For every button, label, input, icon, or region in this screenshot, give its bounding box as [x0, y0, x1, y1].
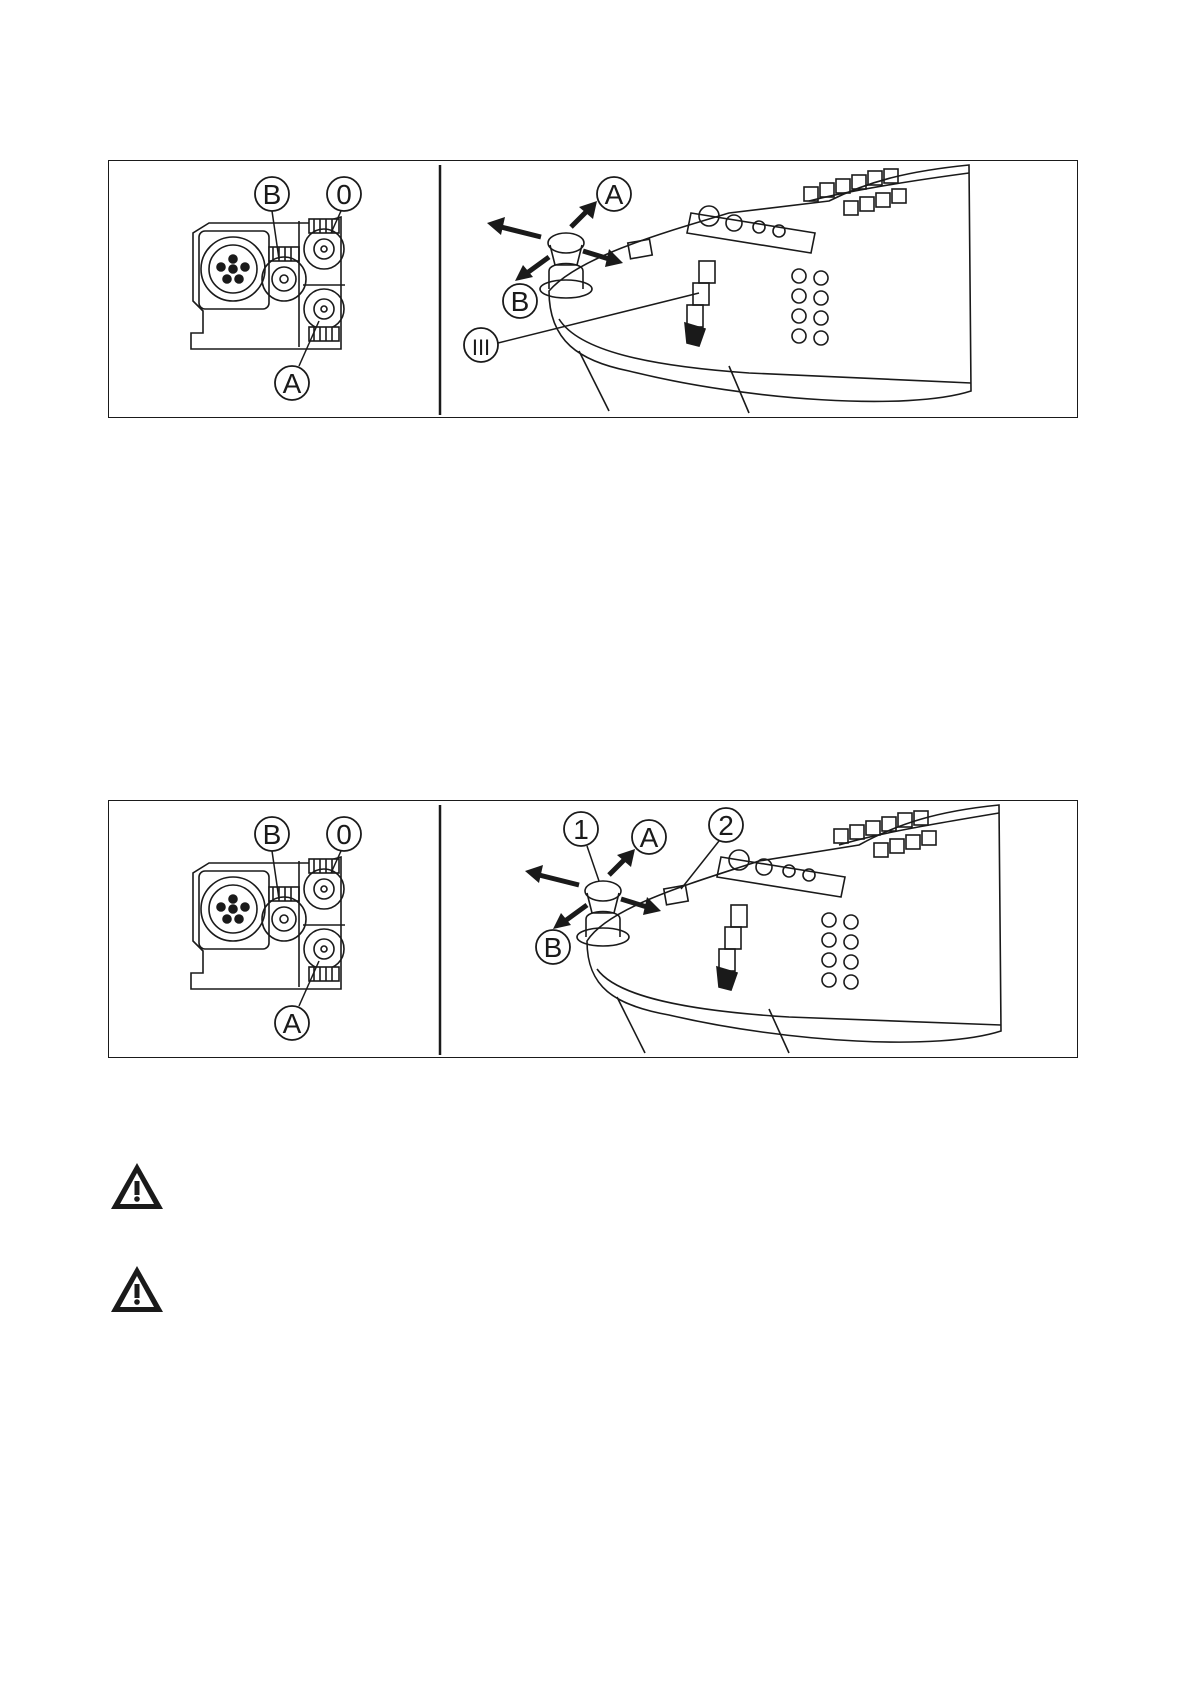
- svg-text:B: B: [544, 932, 563, 963]
- svg-text:A: A: [605, 179, 624, 210]
- svg-text:A: A: [283, 368, 302, 399]
- svg-text:2: 2: [718, 810, 734, 841]
- svg-text:B: B: [263, 179, 282, 210]
- svg-text:B: B: [511, 286, 530, 317]
- callout-b-right: B: [503, 284, 537, 318]
- svg-text:III: III: [472, 335, 490, 360]
- callout-a-right: A: [597, 177, 631, 211]
- figure-1-drawing: B 0 A: [109, 161, 1079, 419]
- svg-text:A: A: [640, 822, 659, 853]
- svg-text:B: B: [263, 819, 282, 850]
- callout-b-right: B: [536, 930, 570, 964]
- figure-2-drawing: B 0 A: [109, 801, 1079, 1059]
- callout-one-right: 1: [564, 812, 599, 881]
- figure-2: B 0 A: [108, 800, 1078, 1058]
- svg-text:1: 1: [573, 814, 589, 845]
- valve-block-drawing: [191, 217, 345, 349]
- callout-a-right: A: [632, 820, 666, 854]
- svg-text:0: 0: [336, 819, 352, 850]
- warning-triangle-icon: [108, 1160, 166, 1212]
- svg-text:A: A: [283, 1008, 302, 1039]
- valve-block-drawing: [191, 857, 345, 989]
- warning-triangle-icon: [108, 1263, 166, 1315]
- svg-text:0: 0: [336, 179, 352, 210]
- figure-1: B 0 A: [108, 160, 1078, 418]
